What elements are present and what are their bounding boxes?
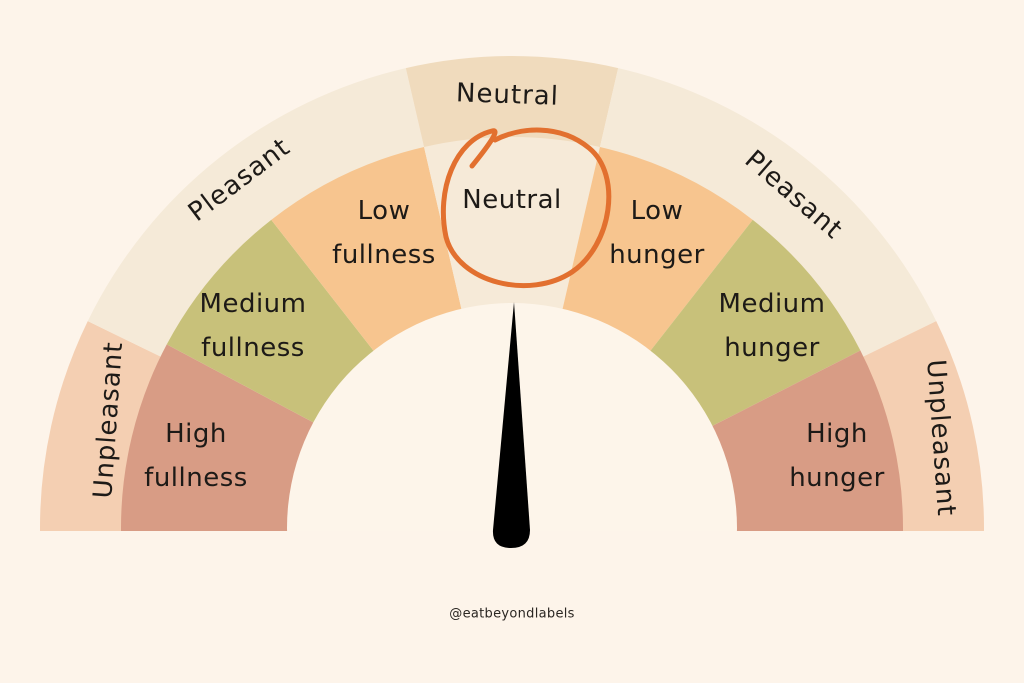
- ring-segment-unpleasant-right: [862, 321, 984, 537]
- neutral-highlight-circle-icon: [440, 127, 612, 289]
- bottom-mask: [0, 531, 1024, 683]
- needle-icon: [492, 302, 530, 548]
- scale-segment-medium-fullness: [166, 219, 377, 425]
- segment-label-low-fullness: Low fullness: [332, 196, 436, 270]
- credit-handle: @eatbeyondlabels: [449, 606, 575, 622]
- segment-label-high-hunger: High hunger: [789, 419, 885, 493]
- ring-segment-neutral: [405, 55, 619, 148]
- segment-label-low-hunger: Low hunger: [609, 196, 705, 270]
- segment-label-medium-fullness: Medium fullness: [199, 289, 307, 363]
- segment-label-medium-hunger: Medium hunger: [718, 289, 826, 363]
- segment-label-neutral: Neutral: [462, 185, 562, 215]
- scale-segment-high-hunger: [708, 350, 903, 535]
- ring-segment-pleasant-left: [87, 68, 425, 358]
- outer-ring: [40, 55, 984, 537]
- ring-label-neutral-top: Neutral: [455, 78, 560, 112]
- ring-segment-unpleasant-left: [40, 321, 162, 537]
- scale-segment-medium-hunger: [647, 219, 861, 429]
- segment-label-high-fullness: High fullness: [144, 419, 248, 493]
- ring-segment-pleasant-right: [599, 68, 937, 358]
- scale-segment-high-fullness: [120, 344, 318, 535]
- scale-segment-low-fullness: [271, 147, 463, 355]
